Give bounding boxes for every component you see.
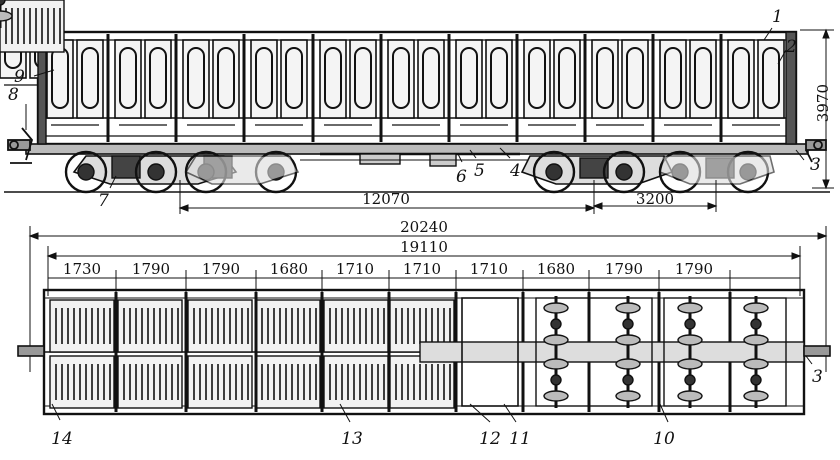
callout-2: 2 (785, 37, 797, 57)
coupler-plan-right (803, 345, 831, 357)
pitch-label: 1680 (270, 260, 308, 278)
side-dimension-labels: 3970 12070 3200 (362, 84, 832, 208)
body-bolster (461, 297, 519, 407)
callout-3-plan: 3 (812, 367, 823, 387)
callout-6: 6 (456, 167, 467, 187)
side-door-panels (0, 0, 785, 126)
pitch-label: 1710 (403, 260, 441, 278)
callout-8: 8 (8, 85, 19, 105)
callout-9: 9 (14, 67, 25, 87)
pitch-label: 1710 (470, 260, 508, 278)
callout-4: 4 (509, 161, 521, 181)
coupler-left (7, 127, 34, 164)
brake-cylinder (359, 153, 401, 165)
pitch-label: 1680 (537, 260, 575, 278)
callout-14: 14 (51, 429, 73, 449)
coupler-plan-left (17, 345, 45, 357)
pitch-label: 1790 (605, 260, 643, 278)
bogie-right (520, 150, 775, 194)
pitch-label: 1790 (202, 260, 240, 278)
height-label: 3970 (814, 84, 832, 122)
pitch-label: 1790 (675, 260, 713, 278)
side-callouts: 1 2 3 4 5 6 7 8 9 (8, 7, 821, 211)
side-view (0, 0, 834, 214)
pitch-label: 1730 (63, 260, 101, 278)
wheelsets-plan (0, 0, 770, 410)
wheelbase-label: 3200 (636, 190, 674, 208)
callout-10: 10 (653, 429, 675, 449)
pitch-label: 1710 (336, 260, 374, 278)
callout-3: 3 (810, 155, 821, 175)
plan-view (0, 0, 831, 423)
side-stakes (106, 34, 723, 142)
callout-11: 11 (509, 429, 531, 449)
pitch-label: 1790 (132, 260, 170, 278)
plan-dimension-labels: 20240 19110 1730 1790 1790 1680 1710 171… (63, 218, 713, 278)
callout-5: 5 (474, 161, 485, 181)
total-length-label: 20240 (400, 218, 448, 236)
dim-wheelbase (592, 180, 718, 212)
dim-pitch-chain (47, 270, 801, 296)
plan-callouts: 3 10 11 12 13 14 (51, 367, 823, 449)
plan-leaders (51, 355, 813, 423)
dim-body-length (46, 246, 802, 292)
side-leaders (25, 27, 805, 189)
callout-12: 12 (479, 429, 501, 449)
callout-7: 7 (98, 191, 109, 211)
body-length-label: 19110 (400, 238, 448, 256)
underframe (25, 143, 809, 155)
dim-height (800, 28, 834, 190)
bogie-distance-label: 12070 (362, 190, 410, 208)
callout-13: 13 (341, 429, 363, 449)
bogie-left (64, 150, 300, 194)
end-wall-right (785, 31, 797, 145)
callout-1: 1 (772, 7, 783, 27)
centre-sill (419, 341, 805, 363)
floor-hatches (0, 0, 455, 409)
